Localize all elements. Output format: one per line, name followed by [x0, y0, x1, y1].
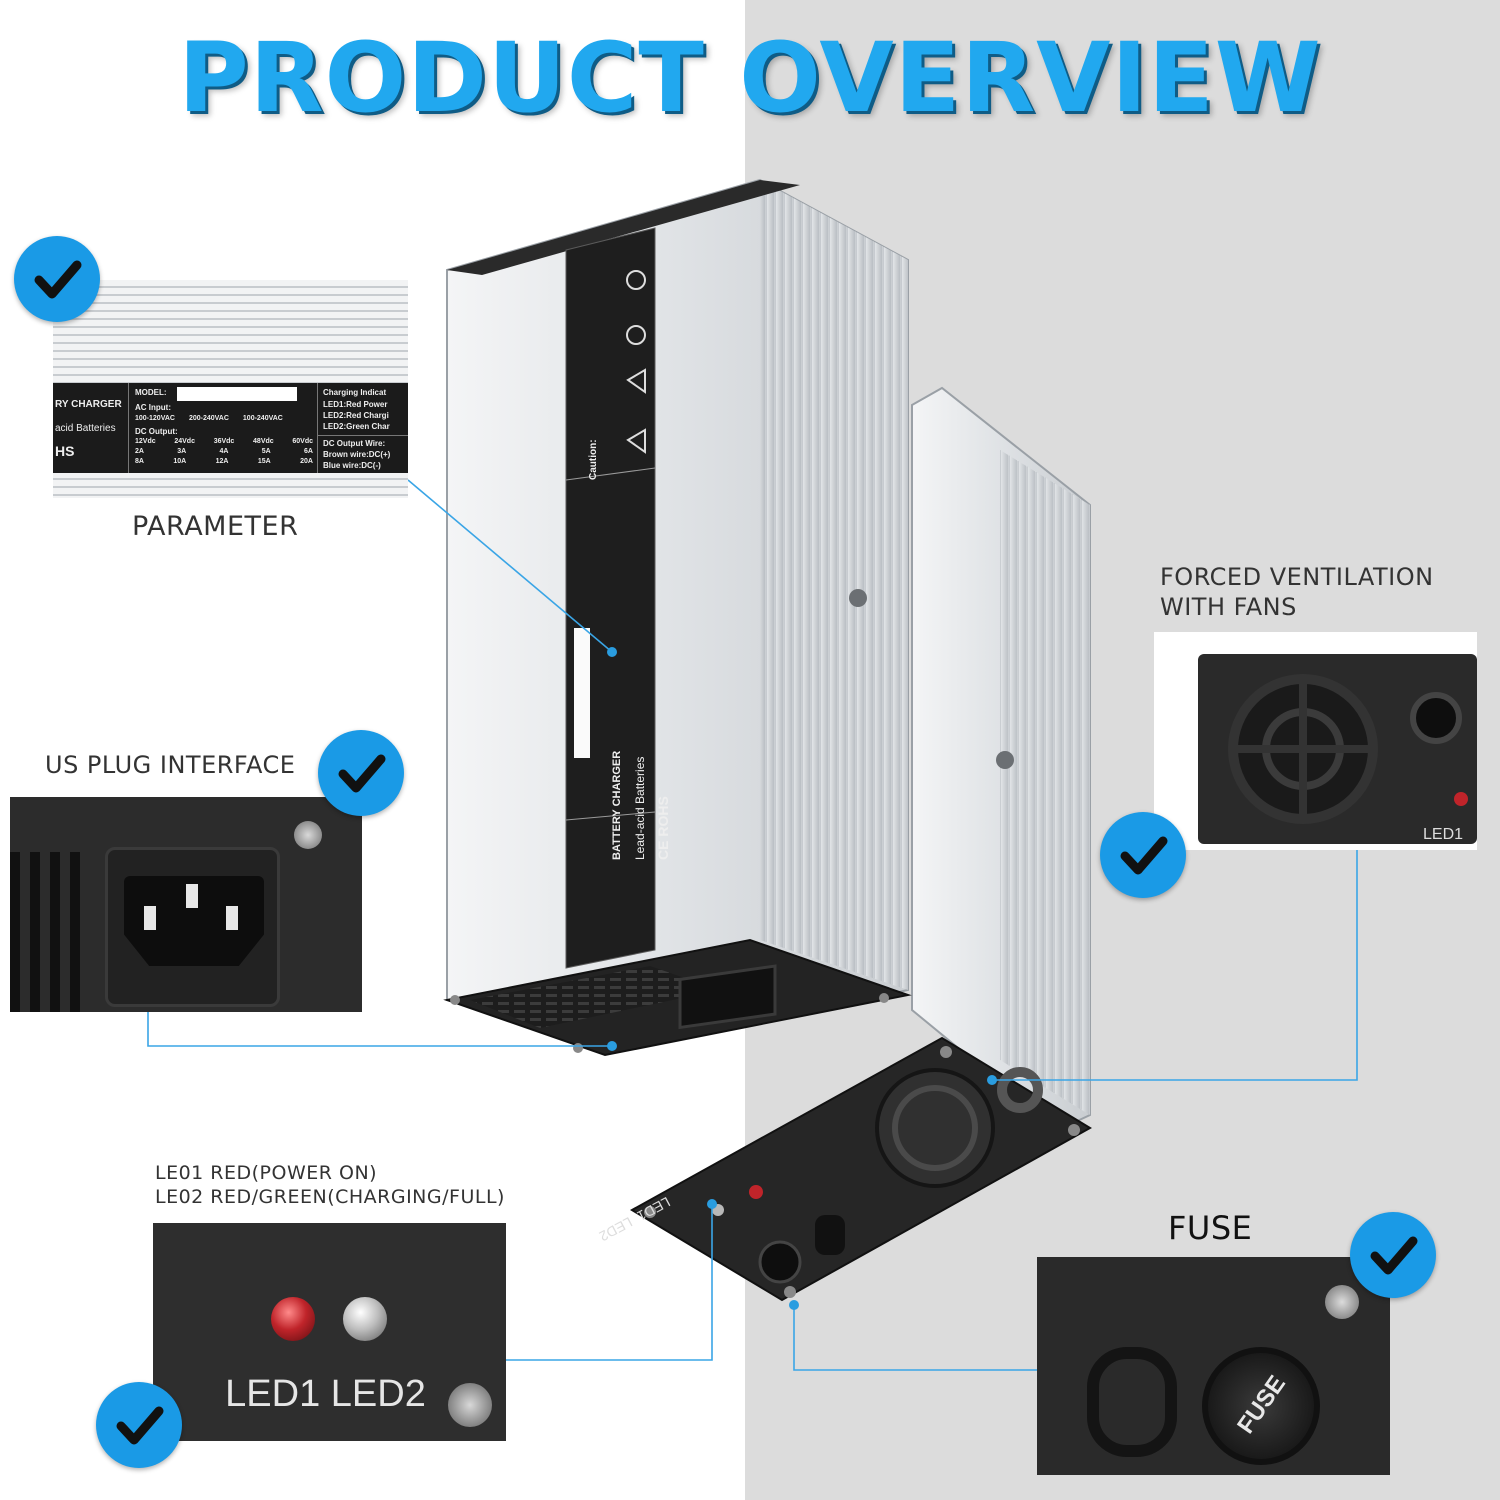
- parameter-caption: PARAMETER: [132, 511, 299, 542]
- label-indicator-led2b: LED2:Green Char: [323, 422, 390, 431]
- device-label-caution: Caution:: [588, 439, 599, 480]
- label-indicator-led2a: LED2:Red Chargi: [323, 411, 389, 420]
- device-label-certs: CE ROHS: [655, 796, 671, 860]
- fuse-photo: FUSE: [1037, 1257, 1390, 1475]
- label-dc-voltage: 12Vdc: [135, 438, 156, 445]
- led-caption-line1: LE01 RED(POWER ON): [155, 1162, 378, 1184]
- fans-led1-light: [1454, 792, 1468, 806]
- label-dc-current: 10A: [173, 458, 187, 465]
- plug-photo: [10, 797, 362, 1012]
- label-dc-current: 15A: [257, 458, 271, 465]
- led-caption: LE01 RED(POWER ON) LE02 RED/GREEN(CHARGI…: [155, 1162, 505, 1210]
- label-dc-voltage: 48Vdc: [253, 438, 274, 445]
- fans-caption: FORCED VENTILATION WITH FANS: [1160, 562, 1434, 622]
- check-icon: [1100, 812, 1186, 898]
- label-dc-output: DC Output:: [135, 427, 178, 436]
- label-indicator-title: Charging Indicat: [323, 388, 387, 397]
- fuse-caption: FUSE: [1168, 1209, 1253, 1247]
- label-dc-voltage: 60Vdc: [292, 438, 313, 445]
- label-wire-title: DC Output Wire:: [323, 439, 386, 448]
- ac-socket: [105, 847, 280, 1007]
- label-dc-current: 5A: [261, 448, 271, 455]
- led-photo: LED1 LED2: [153, 1223, 506, 1441]
- label-brand: RY CHARGER: [55, 399, 122, 410]
- label-model: MODEL:: [135, 388, 167, 397]
- led1-label: LED1: [225, 1373, 321, 1415]
- label-ac-input: AC Input:: [135, 403, 171, 412]
- device-label-type: Lead-acid Batteries: [633, 756, 647, 860]
- label-subtitle: acid Batteries: [55, 423, 116, 434]
- label-ac-option: 200-240VAC: [188, 415, 229, 422]
- label-model-box: [177, 387, 297, 401]
- check-icon: [1350, 1212, 1436, 1298]
- fans-caption-line2: WITH FANS: [1160, 593, 1297, 621]
- label-dc-current: 3A: [177, 448, 187, 455]
- fans-caption-line1: FORCED VENTILATION: [1160, 563, 1434, 591]
- label-ac-option: 100-240VAC: [242, 415, 283, 422]
- label-dc-voltage: 24Vdc: [174, 438, 195, 445]
- led2-label: LED2: [330, 1373, 426, 1415]
- label-ac-option: 100-120VAC: [135, 415, 175, 422]
- fans-led1-label: LED1: [1423, 826, 1464, 843]
- fuse-holder: FUSE: [1202, 1347, 1320, 1465]
- led2-light: [343, 1297, 387, 1341]
- check-icon: [318, 730, 404, 816]
- label-wire-brown: Brown wire:DC(+): [323, 450, 391, 459]
- label-dc-current: 8A: [135, 458, 144, 465]
- label-certs: HS: [55, 443, 75, 459]
- device-label-name: BATTERY CHARGER: [611, 750, 623, 860]
- label-wire-blue: Blue wire:DC(-): [323, 461, 381, 470]
- led1-light: [271, 1297, 315, 1341]
- check-icon: [96, 1382, 182, 1468]
- page-title: PRODUCT OVERVIEW: [178, 22, 1322, 134]
- led-caption-line2: LE02 RED/GREEN(CHARGING/FULL): [155, 1185, 505, 1208]
- fans-photo: LED1: [1154, 632, 1477, 850]
- label-dc-current: 4A: [219, 448, 229, 455]
- label-dc-current: 2A: [135, 448, 144, 455]
- label-indicator-led1: LED1:Red Power: [323, 400, 388, 409]
- label-dc-current: 20A: [300, 458, 313, 465]
- fan-grille: [1228, 674, 1378, 824]
- label-dc-current: 6A: [304, 448, 313, 455]
- fuse-cap-label: FUSE: [1232, 1370, 1292, 1439]
- label-dc-voltage: 36Vdc: [213, 438, 235, 445]
- check-icon: [14, 236, 100, 322]
- parameter-photo: RY CHARGER acid Batteries HS MODEL: AC I…: [53, 280, 408, 498]
- parameter-label-panel: RY CHARGER acid Batteries HS MODEL: AC I…: [53, 383, 408, 473]
- plug-caption: US PLUG INTERFACE: [45, 751, 296, 779]
- label-dc-current: 12A: [215, 458, 229, 465]
